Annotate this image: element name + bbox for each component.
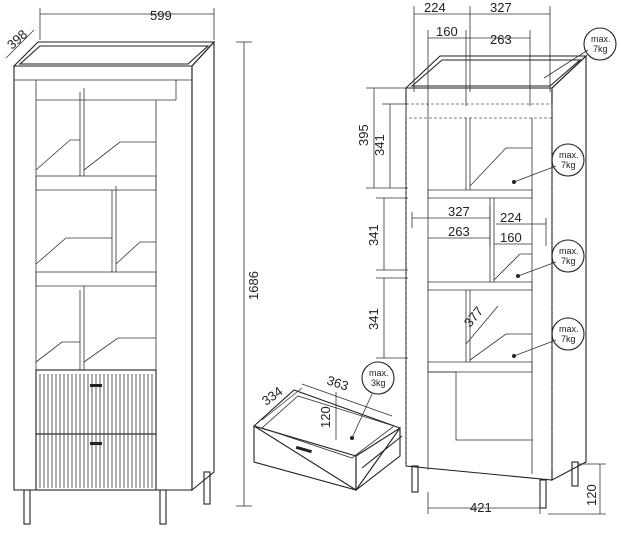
width-dimension: 599 — [150, 8, 172, 23]
left-dimensions: 599 398 1686 — [4, 8, 261, 507]
leg-height-dimension: 120 — [584, 484, 599, 506]
left-cabinet-view — [12, 40, 216, 525]
svg-text:3kg: 3kg — [371, 378, 386, 388]
right-dimensions: 224 327 160 263 395 341 341 341 327 224 … — [356, 0, 606, 515]
middle-b-dimension: 224 — [500, 210, 522, 225]
right-cabinet-view — [404, 54, 588, 509]
load-label-lower-shelf: max. 7kg — [513, 317, 585, 357]
svg-text:7kg: 7kg — [593, 44, 608, 54]
svg-text:7kg: 7kg — [561, 334, 576, 344]
load-label-upper-shelf: max. 7kg — [513, 143, 585, 183]
load-label-middle-shelf: max. 7kg — [517, 239, 585, 277]
svg-text:7kg: 7kg — [561, 256, 576, 266]
middle-c-dimension: 263 — [448, 224, 470, 239]
top-left-dimension: 224 — [424, 0, 446, 15]
svg-text:max.: max. — [559, 150, 579, 160]
svg-text:max.: max. — [369, 368, 389, 378]
inner-left-dimension: 160 — [436, 24, 458, 39]
inner-right-dimension: 263 — [490, 32, 512, 47]
load-label-top: max. 7kg — [543, 27, 617, 79]
drawer-width-dimension: 363 — [325, 373, 350, 394]
load-labels: max. 7kg max. 7kg max. 7kg max. 7kg max.… — [361, 27, 617, 395]
svg-text:max.: max. — [591, 34, 611, 44]
middle-d-dimension: 160 — [500, 230, 522, 245]
svg-text:7kg: 7kg — [561, 160, 576, 170]
shelf-depth-dimension: 377 — [461, 304, 486, 330]
top-outer-height-dimension: 395 — [356, 124, 371, 146]
top-inner-height-dimension: 341 — [372, 134, 387, 156]
svg-text:max.: max. — [559, 324, 579, 334]
middle-height-dimension: 341 — [366, 224, 381, 246]
drawer-view: 334 363 120 — [253, 373, 403, 492]
middle-a-dimension: 327 — [448, 204, 470, 219]
base-width-dimension: 421 — [470, 500, 492, 515]
height-dimension: 1686 — [246, 271, 261, 300]
drawer-height-dimension: 120 — [318, 406, 333, 428]
depth-dimension: 398 — [4, 27, 30, 53]
lower-height-dimension: 341 — [366, 308, 381, 330]
svg-text:max.: max. — [559, 246, 579, 256]
load-label-drawer: max. 3kg — [361, 361, 395, 395]
ribbed-drawer-front — [39, 374, 153, 488]
top-right-dimension: 327 — [490, 0, 512, 15]
